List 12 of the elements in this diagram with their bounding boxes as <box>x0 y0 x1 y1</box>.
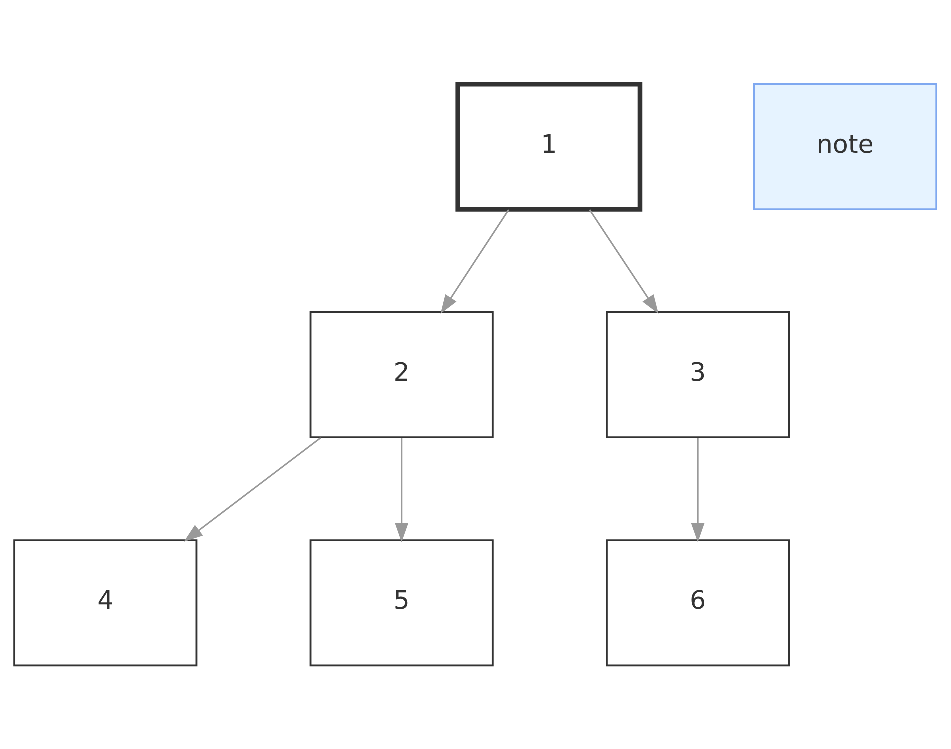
node-box: 5 <box>310 539 494 666</box>
arrow <box>440 209 510 314</box>
arrow <box>691 438 705 542</box>
node-box: 3 <box>606 310 790 438</box>
arrow <box>395 438 408 542</box>
node-box: 1 <box>456 81 643 212</box>
arrow <box>589 209 659 314</box>
node-box: 2 <box>310 310 494 438</box>
node-box: 6 <box>606 539 790 666</box>
node-box: 4 <box>14 539 198 666</box>
node-box: note <box>754 83 938 210</box>
arrow <box>184 436 322 542</box>
